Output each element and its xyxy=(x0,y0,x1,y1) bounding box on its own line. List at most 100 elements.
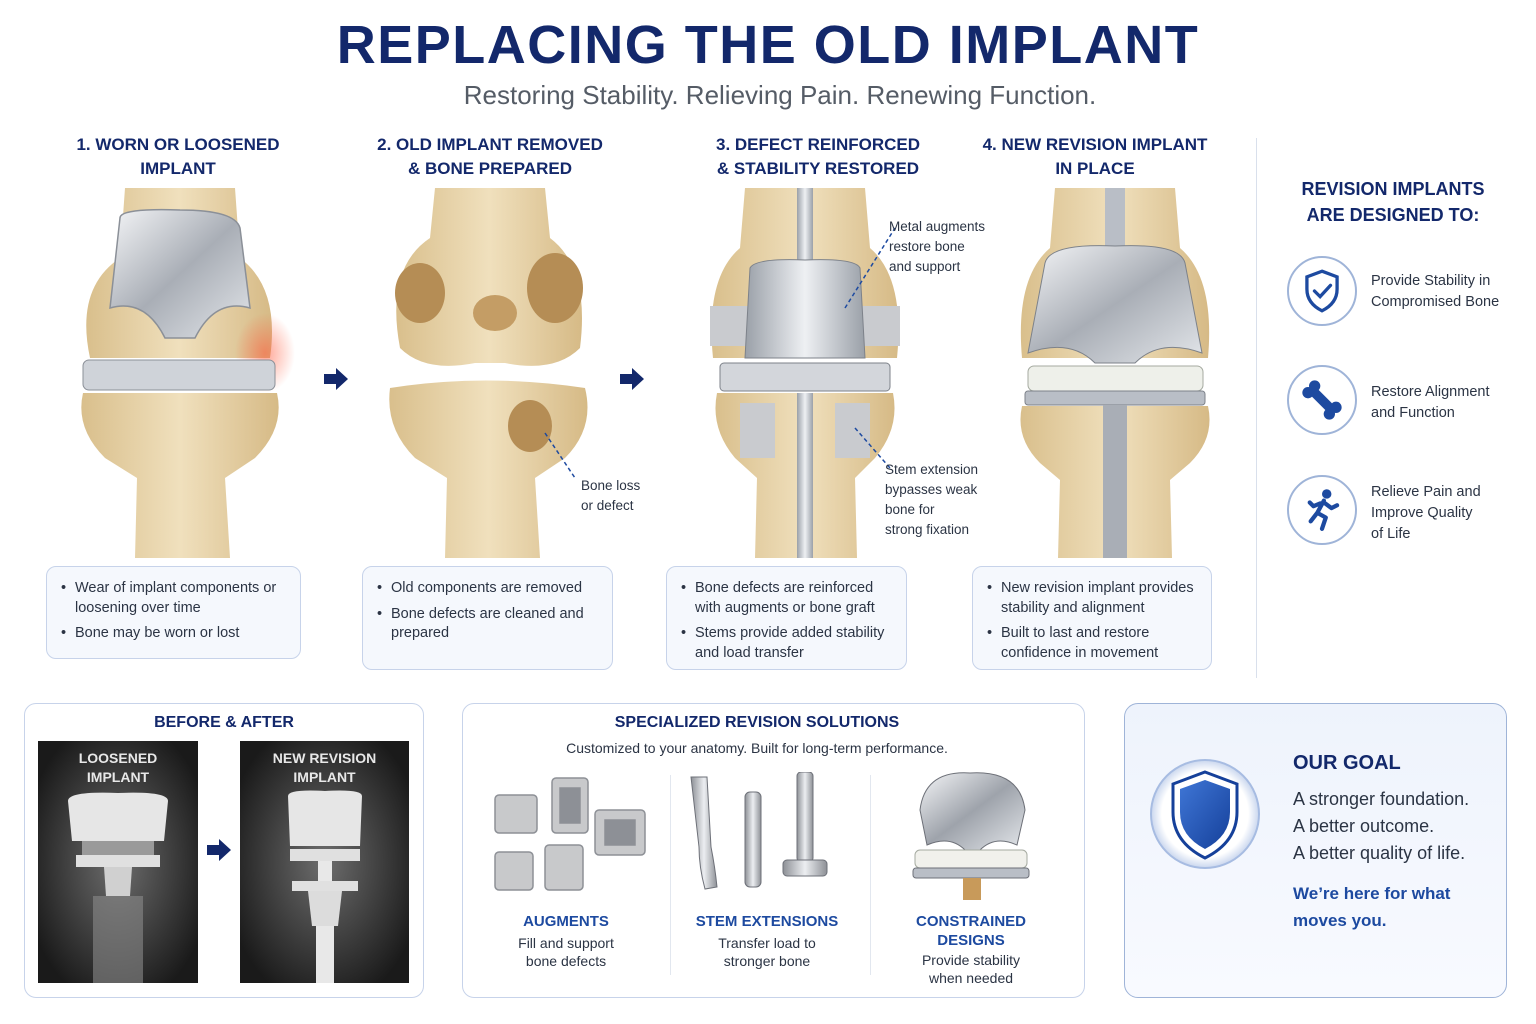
sidebar-title-line2: ARE DESIGNED TO: xyxy=(1306,205,1480,225)
goal-line-1: A stronger foundation. xyxy=(1293,789,1470,809)
feature-2-line2: and Function xyxy=(1371,405,1455,421)
solutions-title: SPECIALIZED REVISION SOLUTIONS xyxy=(614,714,900,731)
bone-loss-callout-line2: or defect xyxy=(581,498,634,513)
augments-callout-line1: Metal augments xyxy=(889,219,986,234)
stem-extensions-description: Transfer load to stronger bone xyxy=(677,934,857,970)
step-1-title: 1. WORN OR LOOSENED IMPLANT xyxy=(28,133,328,181)
stem-desc-line2: stronger bone xyxy=(723,953,811,969)
constrained-desc-line2: when needed xyxy=(928,970,1014,986)
feature-2-line1: Restore Alignment xyxy=(1371,384,1490,400)
step-2-info-box: Old components are removed Bone defects … xyxy=(362,566,613,670)
step-3-title-line1: 3. DEFECT REINFORCED xyxy=(715,135,921,154)
bone-loss-callout-line1: Bone loss xyxy=(581,478,641,493)
constrained-designs-label: CONSTRAINED DESIGNS xyxy=(881,912,1061,950)
constrained-desc-line1: Provide stability xyxy=(921,952,1021,968)
goal-tagline-line1: We’re here for what xyxy=(1293,884,1451,903)
shield-icon xyxy=(1150,759,1260,869)
step-4-bullet-2: Built to last and restore confidence in … xyxy=(985,624,1197,663)
augments-desc-line1: Fill and support xyxy=(518,935,614,951)
step-3-bullet-1: Bone defects are reinforced with augment… xyxy=(679,579,892,618)
shield-check-icon xyxy=(1287,256,1357,326)
step-3-knee-illustration xyxy=(690,188,920,558)
step-2-title: 2. OLD IMPLANT REMOVED & BONE PREPARED xyxy=(340,133,640,181)
feature-3-line3: of Life xyxy=(1371,526,1411,542)
goal-tagline-line2: moves you. xyxy=(1293,911,1387,930)
step-4-title-line1: 4. NEW REVISION IMPLANT xyxy=(982,135,1208,154)
stem-callout-line4: strong fixation xyxy=(885,522,970,537)
page-subtitle: Restoring Stability. Relieving Pain. Ren… xyxy=(463,80,1097,110)
augments-callout-line3: and support xyxy=(889,259,961,274)
step-3-info-box: Bone defects are reinforced with augment… xyxy=(666,566,907,670)
feature-alignment-text: Restore Alignment and Function xyxy=(1371,382,1521,424)
step-4-bullet-1: New revision implant provides stability … xyxy=(985,579,1197,618)
arrow-right-icon xyxy=(207,839,231,861)
stem-callout-line3: bone for xyxy=(885,502,935,517)
solutions-separator xyxy=(670,775,671,975)
constrained-label-line2: DESIGNS xyxy=(937,932,1005,949)
step-2-title-line1: 2. OLD IMPLANT REMOVED xyxy=(377,135,603,154)
stem-callout-line2: bypasses weak xyxy=(885,482,978,497)
step-4-title-line2: IN PLACE xyxy=(1055,159,1135,178)
stem-extensions-label: STEM EXTENSIONS xyxy=(677,912,857,931)
sidebar-title: REVISION IMPLANTS ARE DESIGNED TO: xyxy=(1270,176,1516,228)
step-4-title: 4. NEW REVISION IMPLANT IN PLACE xyxy=(945,133,1245,181)
feature-1-line1: Provide Stability in xyxy=(1371,273,1491,289)
augments-description: Fill and support bone defects xyxy=(476,934,656,970)
augments-callout: Metal augments restore bone and support xyxy=(889,217,985,277)
stem-callout-line1: Stem extension xyxy=(885,462,979,477)
step-2-title-line2: & BONE PREPARED xyxy=(407,159,573,178)
augments-label: AUGMENTS xyxy=(476,912,656,931)
goal-line-2: A better outcome. xyxy=(1293,816,1435,836)
feature-3-line1: Relieve Pain and xyxy=(1371,484,1481,500)
running-person-icon xyxy=(1287,475,1357,545)
step-2-bullet-1: Old components are removed xyxy=(375,579,598,599)
goal-tagline: We’re here for what moves you. xyxy=(1293,880,1493,934)
feature-3-line2: Improve Quality xyxy=(1371,505,1473,521)
step-2-knee-illustration xyxy=(375,188,605,558)
feature-1-line2: Compromised Bone xyxy=(1371,294,1500,310)
page-title: REPLACING THE OLD IMPLANT xyxy=(336,15,1200,75)
step-1-bullet-1: Wear of implant components or loosening … xyxy=(59,579,286,618)
before-after-title: BEFORE & AFTER xyxy=(154,714,294,731)
sidebar-title-line1: REVISION IMPLANTS xyxy=(1301,179,1485,199)
bone-icon xyxy=(1287,365,1357,435)
stem-callout: Stem extension bypasses weak bone for st… xyxy=(885,460,978,540)
arrow-right-icon xyxy=(620,368,644,390)
solutions-subtitle: Customized to your anatomy. Built for lo… xyxy=(566,740,948,756)
step-1-title-line2: IMPLANT xyxy=(140,159,216,178)
step-2-bullet-2: Bone defects are cleaned and prepared xyxy=(375,605,598,644)
step-3-title: 3. DEFECT REINFORCED & STABILITY RESTORE… xyxy=(668,133,968,181)
arrow-right-icon xyxy=(324,368,348,390)
stem-desc-line1: Transfer load to xyxy=(718,935,816,951)
solutions-separator xyxy=(870,775,871,975)
augments-callout-line2: restore bone xyxy=(889,239,965,254)
before-label-line2: IMPLANT xyxy=(86,769,150,785)
before-xray-label: LOOSENED IMPLANT xyxy=(38,749,198,787)
our-goal-card: OUR GOAL A stronger foundation. A better… xyxy=(1124,703,1507,998)
step-1-info-box: Wear of implant components or loosening … xyxy=(46,566,301,659)
feature-stability-text: Provide Stability in Compromised Bone xyxy=(1371,271,1521,313)
after-xray-label: NEW REVISION IMPLANT xyxy=(240,749,409,787)
after-label-line2: IMPLANT xyxy=(293,769,356,785)
step-4-knee-illustration xyxy=(1000,188,1230,558)
bone-loss-callout: Bone loss or defect xyxy=(581,476,640,516)
stem-extensions-image xyxy=(685,771,845,902)
step-3-title-line2: & STABILITY RESTORED xyxy=(716,159,920,178)
after-xray-image: NEW REVISION IMPLANT xyxy=(240,741,409,983)
step-1-bullet-2: Bone may be worn or lost xyxy=(59,624,286,644)
after-label-line1: NEW REVISION xyxy=(272,750,377,766)
step-1-title-line1: 1. WORN OR LOOSENED xyxy=(76,135,280,154)
constrained-designs-description: Provide stability when needed xyxy=(881,951,1061,987)
step-4-info-box: New revision implant provides stability … xyxy=(972,566,1212,670)
constrained-label-line1: CONSTRAINED xyxy=(915,913,1026,930)
stem-label-line1: STEM EXTENSIONS xyxy=(695,913,839,930)
sidebar-divider xyxy=(1256,138,1257,678)
step-3-bullet-2: Stems provide added stability and load t… xyxy=(679,624,892,663)
augments-desc-line2: bone defects xyxy=(525,953,607,969)
augments-image xyxy=(490,770,650,900)
before-label-line1: LOOSENED xyxy=(78,750,158,766)
goal-line-3: A better quality of life. xyxy=(1293,843,1466,863)
constrained-design-image xyxy=(905,765,1040,905)
our-goal-title: OUR GOAL xyxy=(1293,752,1401,774)
feature-quality-text: Relieve Pain and Improve Quality of Life xyxy=(1371,482,1521,545)
